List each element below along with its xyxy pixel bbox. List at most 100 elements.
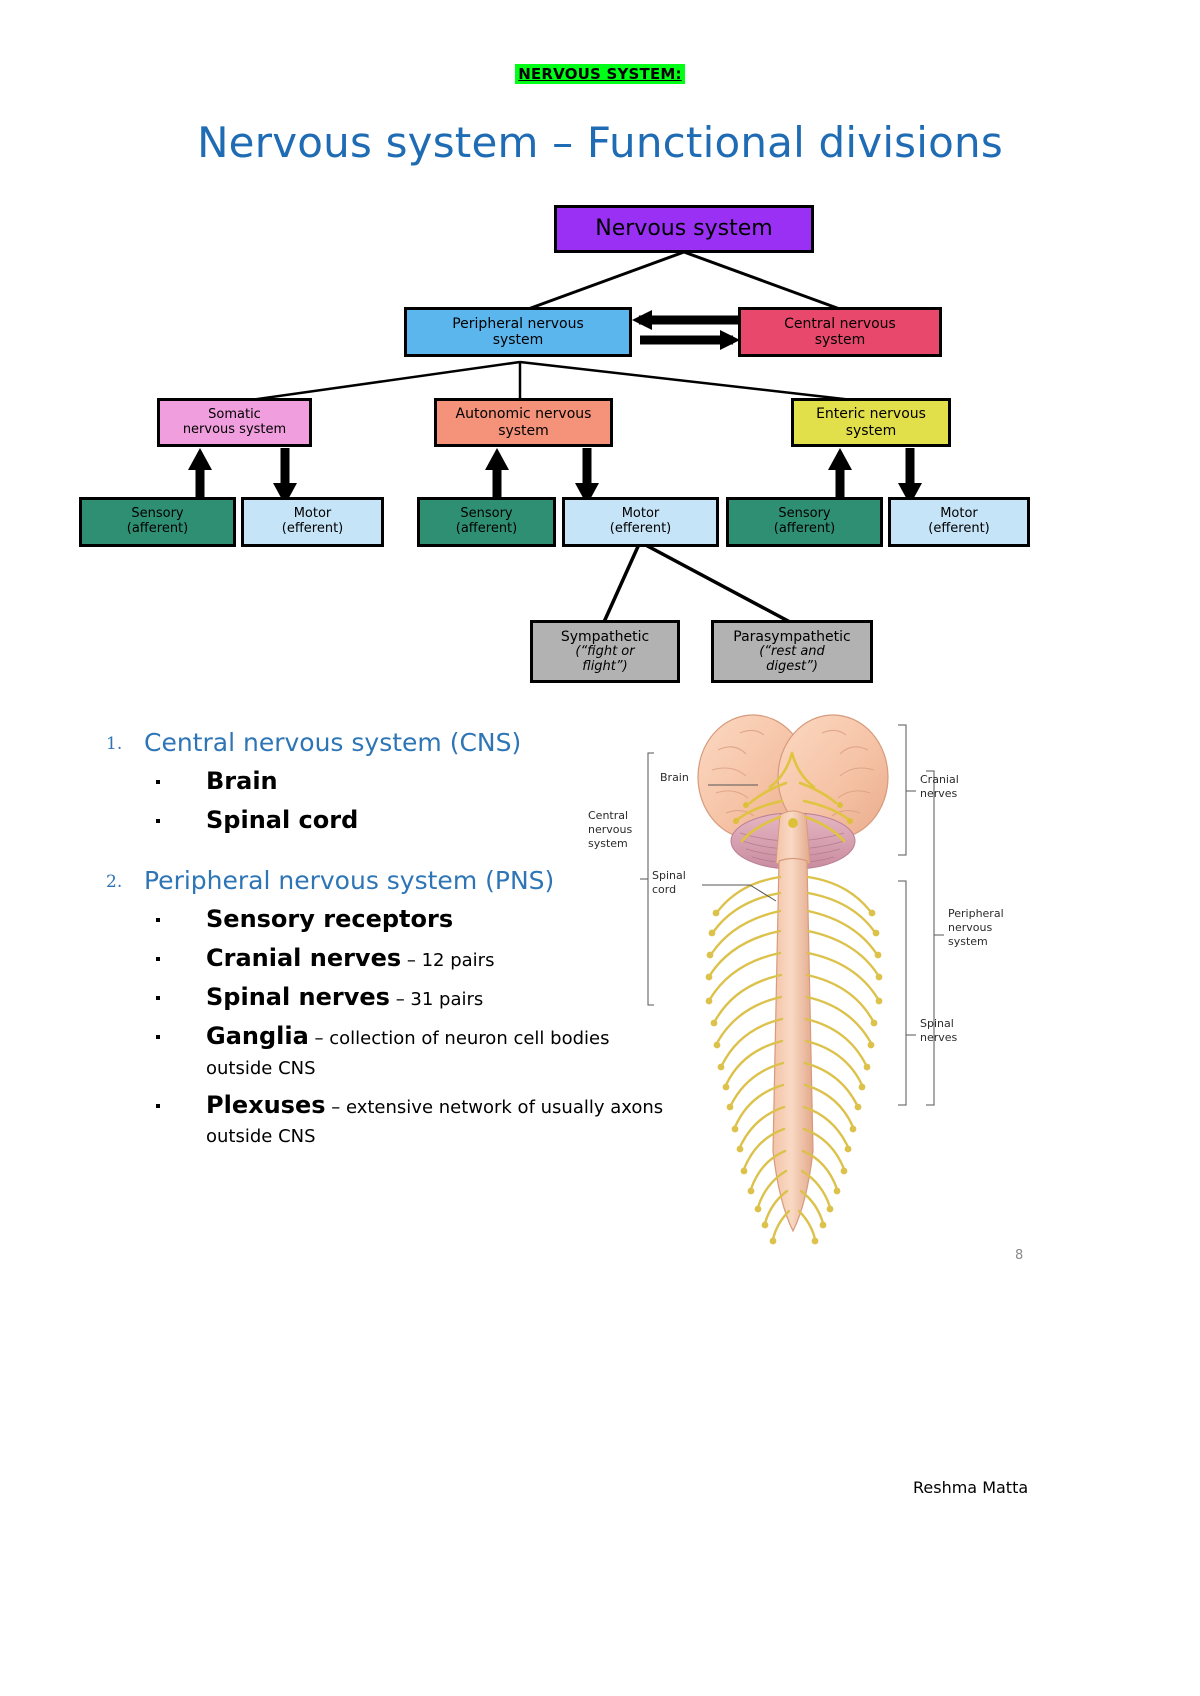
node-label: Enteric nervous bbox=[816, 406, 926, 423]
functional-divisions-diagram: Nervous system Peripheral nervous system… bbox=[0, 190, 1200, 710]
bullet-plexuses: Plexuses – extensive network of usually … bbox=[156, 1091, 680, 1150]
node-label-line2: (efferent) bbox=[281, 521, 344, 536]
node-label: Autonomic nervous bbox=[455, 406, 592, 423]
node-autonomic-motor[interactable]: Motor (efferent) bbox=[562, 497, 719, 547]
node-nervous-system[interactable]: Nervous system bbox=[554, 205, 814, 253]
label-spinal-nerves: Spinal nerves bbox=[920, 1017, 958, 1044]
spinal-nerves-graphic bbox=[708, 875, 880, 1241]
label-brain: Brain bbox=[660, 771, 689, 784]
bullet-text: Plexuses – extensive network of usually … bbox=[206, 1091, 680, 1150]
node-label-line2: (efferent) bbox=[928, 521, 990, 536]
bullet-spinal-cord: Spinal cord bbox=[156, 806, 680, 835]
node-label-line2: (“rest and bbox=[759, 643, 825, 659]
section-highlight-label: NERVOUS SYSTEM: bbox=[0, 64, 1200, 84]
bullet-text: Spinal nerves – 31 pairs bbox=[206, 983, 680, 1012]
highlight-text: NERVOUS SYSTEM: bbox=[515, 64, 685, 84]
node-enteric-motor[interactable]: Motor (efferent) bbox=[888, 497, 1030, 547]
bullet-bold: Spinal cord bbox=[206, 806, 359, 835]
bullet-dot-icon bbox=[156, 996, 160, 1001]
list-number: 2. bbox=[106, 871, 123, 892]
node-sympathetic[interactable]: Sympathetic (“fight or flight”) bbox=[530, 620, 680, 683]
node-parasympathetic[interactable]: Parasympathetic (“rest and digest”) bbox=[711, 620, 873, 683]
label-peripheral-nervous-system: Peripheral nervous system bbox=[948, 907, 1004, 948]
pns-cns-double-arrow bbox=[632, 310, 740, 350]
bullet-rest: – collection of neuron cell bodies outsi… bbox=[206, 1028, 610, 1079]
node-enteric-nervous-system[interactable]: Enteric nervous system bbox=[791, 398, 951, 447]
node-label: Sympathetic bbox=[560, 628, 650, 645]
node-label: Sensory bbox=[778, 506, 831, 522]
node-somatic-nervous-system[interactable]: Somatic nervous system bbox=[157, 398, 312, 447]
node-somatic-motor[interactable]: Motor (efferent) bbox=[241, 497, 384, 547]
bullet-bold: Ganglia bbox=[206, 1022, 309, 1051]
label-cranial-nerves: Cranial nerves bbox=[920, 773, 959, 800]
node-label: Motor bbox=[293, 506, 332, 522]
node-label: Peripheral nervous bbox=[452, 315, 584, 332]
node-autonomic-sensory[interactable]: Sensory (afferent) bbox=[417, 497, 556, 547]
node-label-line2: (“fight or bbox=[575, 643, 635, 659]
node-peripheral-nervous-system[interactable]: Peripheral nervous system bbox=[404, 307, 632, 357]
node-somatic-sensory[interactable]: Sensory (afferent) bbox=[79, 497, 236, 547]
node-label: Nervous system bbox=[595, 216, 773, 242]
node-central-nervous-system[interactable]: Central nervous system bbox=[738, 307, 942, 357]
list-item-cns: 1. Central nervous system (CNS) Brain Sp… bbox=[100, 728, 680, 836]
node-label-line2: (afferent) bbox=[773, 521, 836, 536]
bullet-bold: Brain bbox=[206, 767, 278, 795]
node-label: Sensory bbox=[131, 506, 184, 522]
bullet-brain: Brain bbox=[156, 767, 680, 796]
figure-leader-lines bbox=[640, 724, 944, 1106]
list-heading: Peripheral nervous system (PNS) bbox=[144, 865, 555, 895]
node-label-line3: digest”) bbox=[766, 658, 818, 674]
author-footer: Reshma Matta bbox=[913, 1478, 1029, 1497]
node-label-line2: system bbox=[814, 332, 866, 348]
bullet-sensory-receptors: Sensory receptors bbox=[156, 905, 680, 934]
bullet-bold: Sensory receptors bbox=[206, 904, 454, 933]
node-label: Motor bbox=[940, 506, 978, 522]
node-label-line2: (afferent) bbox=[455, 521, 518, 536]
node-label: Central nervous bbox=[784, 315, 896, 332]
list-item-pns: 2. Peripheral nervous system (PNS) Senso… bbox=[100, 866, 680, 1150]
bullet-cranial-nerves: Cranial nerves – 12 pairs bbox=[156, 944, 680, 973]
node-label-line2: (afferent) bbox=[126, 521, 189, 536]
list-heading: Central nervous system (CNS) bbox=[144, 728, 522, 757]
node-autonomic-nervous-system[interactable]: Autonomic nervous system bbox=[434, 398, 613, 447]
page-number: 8 bbox=[1015, 1248, 1024, 1263]
node-label: Somatic bbox=[208, 406, 261, 422]
bullet-text: Brain bbox=[206, 767, 680, 796]
node-label-line2: system bbox=[492, 332, 544, 348]
bullet-bold: Plexuses bbox=[206, 1090, 326, 1119]
bullet-text: Cranial nerves – 12 pairs bbox=[206, 944, 680, 973]
bullet-rest: – 12 pairs bbox=[401, 949, 495, 971]
bullet-dot-icon bbox=[156, 1035, 160, 1040]
node-label-line2: system bbox=[498, 422, 549, 439]
nervous-system-figure bbox=[640, 714, 944, 1245]
bullet-dot-icon bbox=[156, 1103, 160, 1108]
bullet-text: Ganglia – collection of neuron cell bodi… bbox=[206, 1022, 680, 1081]
node-label-line3: flight”) bbox=[582, 658, 628, 674]
node-label: Parasympathetic bbox=[733, 628, 851, 645]
node-label-line2: nervous system bbox=[182, 421, 287, 437]
bullet-spinal-nerves: Spinal nerves – 31 pairs bbox=[156, 983, 680, 1012]
page-title: Nervous system – Functional divisions bbox=[197, 118, 1003, 167]
bullet-rest: – extensive network of usually axons out… bbox=[206, 1096, 664, 1148]
content-list: 1. Central nervous system (CNS) Brain Sp… bbox=[100, 728, 680, 1153]
spinal-nerve-nodes bbox=[705, 909, 883, 1245]
bullet-dot-icon bbox=[156, 917, 160, 922]
brain-graphic bbox=[697, 714, 889, 870]
bullet-dot-icon bbox=[156, 780, 160, 784]
bullet-bold: Cranial nerves bbox=[206, 943, 402, 972]
node-label: Sensory bbox=[460, 506, 513, 522]
bullet-ganglia: Ganglia – collection of neuron cell bodi… bbox=[156, 1022, 680, 1081]
node-label-line2: (efferent) bbox=[609, 521, 672, 536]
list-number: 1. bbox=[106, 734, 123, 754]
bullet-dot-icon bbox=[156, 956, 160, 961]
node-label: Motor bbox=[621, 506, 660, 522]
bullet-text: Sensory receptors bbox=[206, 905, 680, 934]
spinal-cord-graphic bbox=[772, 857, 814, 1233]
bullet-bold: Spinal nerves bbox=[206, 983, 390, 1012]
node-enteric-sensory[interactable]: Sensory (afferent) bbox=[726, 497, 883, 547]
bullet-rest: – 31 pairs bbox=[389, 989, 484, 1011]
label-central-nervous-system: Central nervous system bbox=[588, 809, 633, 850]
label-spinal-cord: Spinal cord bbox=[652, 869, 686, 896]
bullet-dot-icon bbox=[156, 819, 160, 824]
